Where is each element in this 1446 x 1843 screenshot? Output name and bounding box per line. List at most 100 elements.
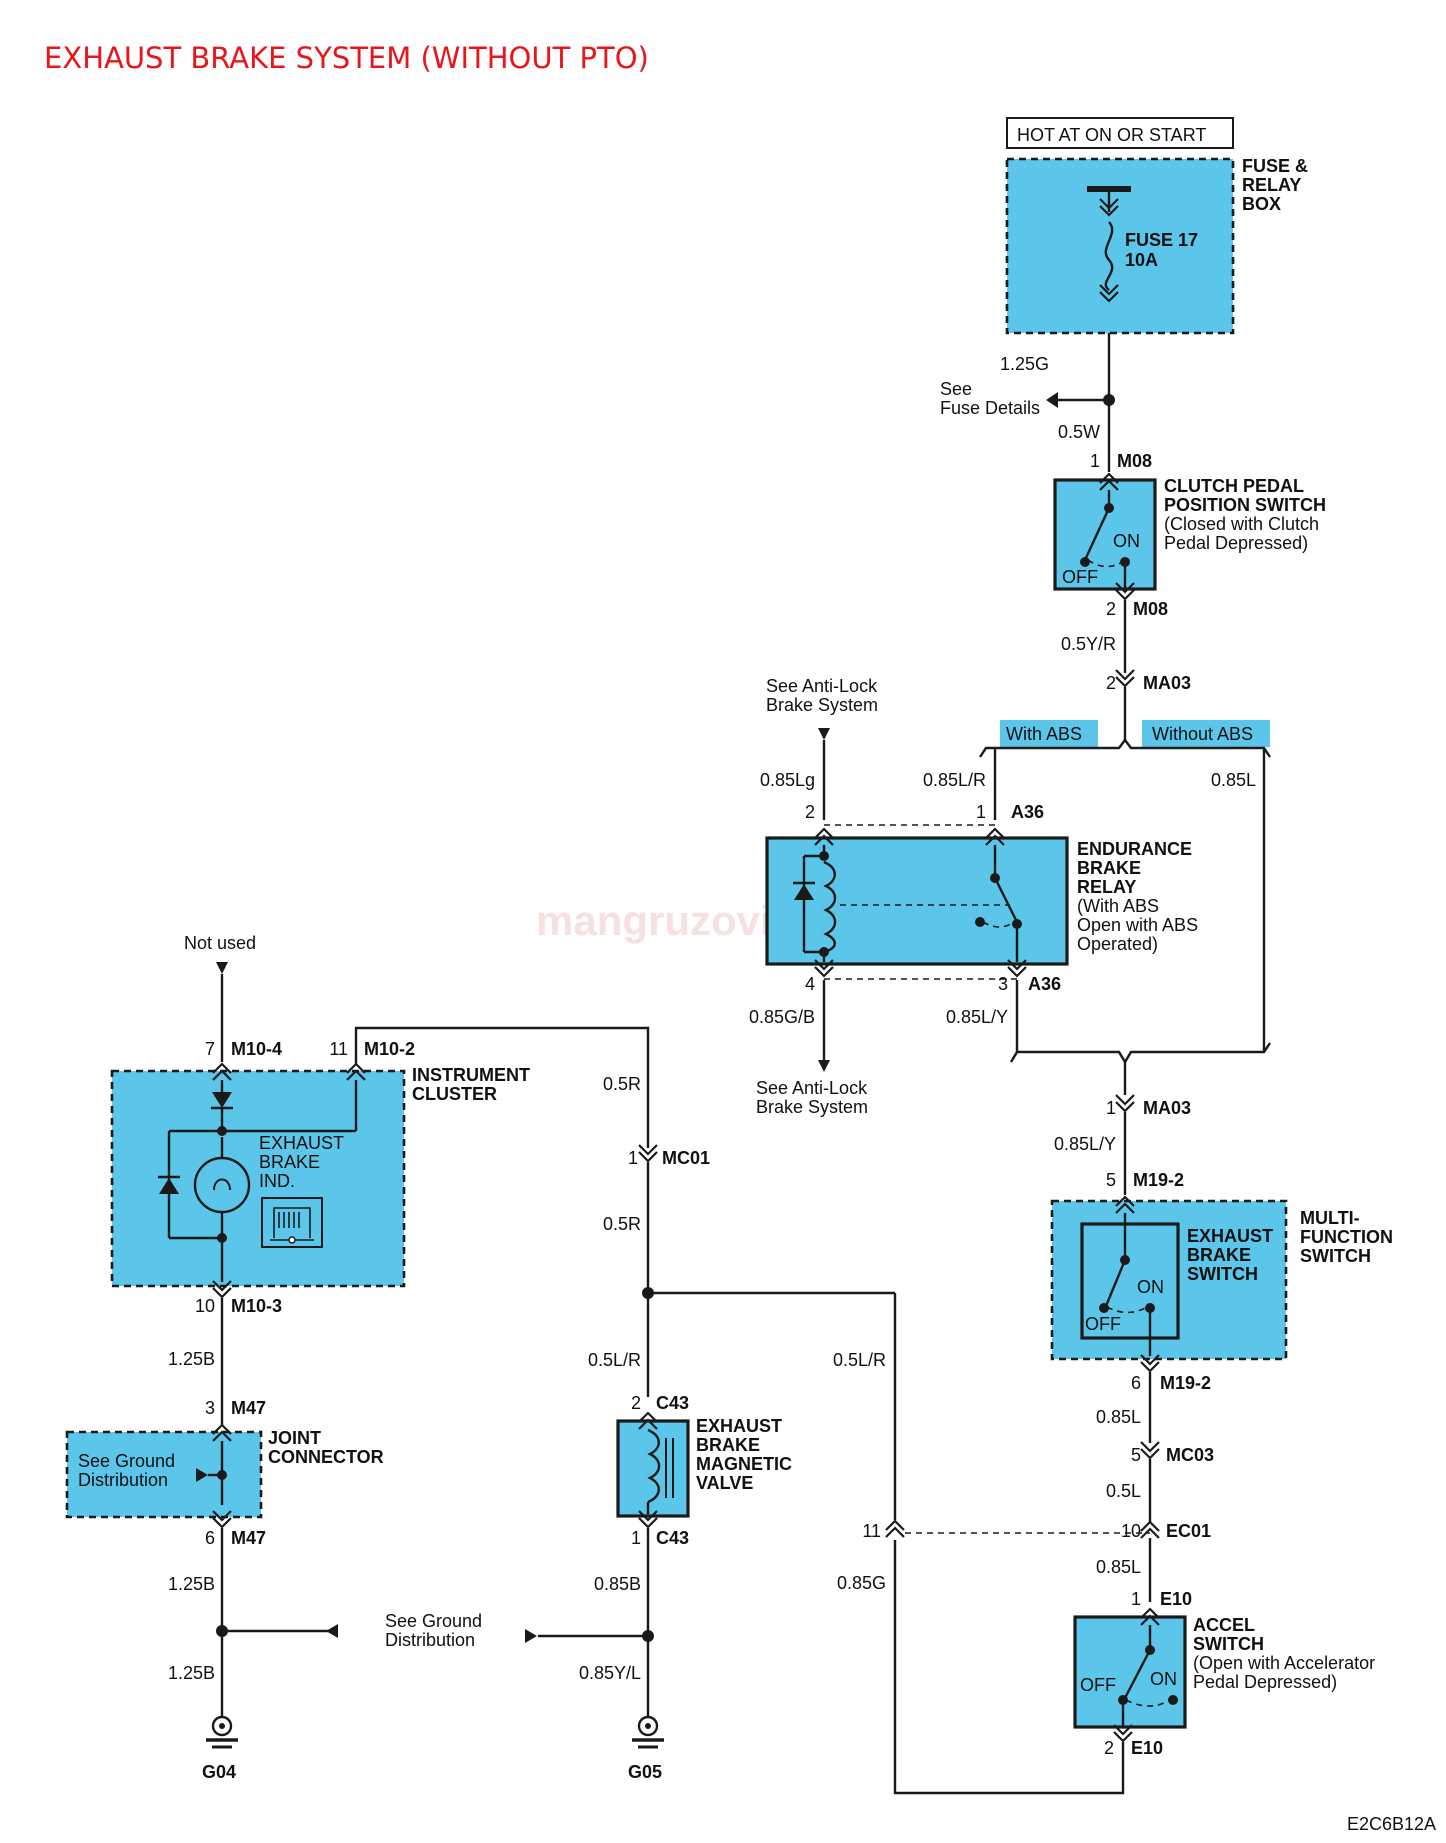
wire-label: 0.5R (603, 1214, 641, 1234)
wire-label: 0.5L/R (833, 1350, 886, 1370)
inner-switch-name-2: BRAKE (1187, 1245, 1251, 1265)
accel-desc-1: (Open with Accelerator (1193, 1653, 1375, 1673)
see-abs-top-1: See Anti-Lock (766, 676, 878, 696)
wire-label: 0.85B (594, 1574, 641, 1594)
on-label: ON (1137, 1277, 1164, 1297)
ground-icon (632, 1715, 664, 1749)
pin-label: 6 (1131, 1373, 1141, 1393)
pin-label: 2 (1104, 1738, 1114, 1758)
arrow-left-icon (1046, 392, 1058, 408)
diagram-code: E2C6B12A (1347, 1814, 1436, 1834)
mfs-name-1: MULTI- (1300, 1208, 1360, 1228)
wire-label: 0.85G (837, 1573, 886, 1593)
cluster-name-1: INSTRUMENT (412, 1065, 530, 1085)
off-label: OFF (1062, 567, 1098, 587)
pin-label: 1 (976, 802, 986, 822)
wire-label: 1.25B (168, 1349, 215, 1369)
indicator-label-3: IND. (259, 1171, 295, 1191)
fuse-relay-box (1005, 157, 1235, 335)
indicator-lamp-icon (158, 1080, 358, 1282)
fuse-rating: 10A (1125, 250, 1158, 270)
wire-label: 0.5L/R (588, 1350, 641, 1370)
indicator-label-1: EXHAUST (259, 1133, 344, 1153)
joint-connector-box (65, 1430, 263, 1519)
relay-name-3: RELAY (1077, 877, 1136, 897)
connector-label: MC01 (662, 1148, 710, 1168)
wire-label: 0.85L/Y (946, 1007, 1008, 1027)
see-ground-2: Distribution (385, 1630, 475, 1650)
arrow-left-icon (326, 1624, 338, 1638)
pin-label: 6 (205, 1528, 215, 1548)
pin-label: 1 (1106, 1098, 1116, 1118)
pin-label: 1 (628, 1148, 638, 1168)
wire-label: 0.5W (1058, 422, 1100, 442)
connector-label: M10-4 (231, 1039, 282, 1059)
not-used-label: Not used (184, 933, 256, 953)
see-abs-top-2: Brake System (766, 695, 878, 715)
accel-desc-2: Pedal Depressed) (1193, 1672, 1337, 1692)
joint-name-2: CONNECTOR (268, 1447, 384, 1467)
exhaust-brake-switch (1080, 1222, 1180, 1340)
wire-label: 0.85L/R (923, 770, 986, 790)
magnetic-valve-box (616, 1419, 690, 1518)
pin-label: 4 (805, 974, 815, 994)
fuse-box-name-1: FUSE & (1242, 156, 1308, 176)
relay-coil-icon (793, 845, 1010, 962)
accel-name-2: SWITCH (1193, 1634, 1264, 1654)
pin-label: 1 (631, 1528, 641, 1548)
fuse-label: FUSE 17 (1125, 230, 1198, 250)
relay-name-2: BRAKE (1077, 858, 1141, 878)
wire-label: 0.5Y/R (1061, 634, 1116, 654)
pin-label: 5 (1106, 1170, 1116, 1190)
pin-label: 10 (195, 1296, 215, 1316)
valve-name-3: MAGNETIC (696, 1454, 792, 1474)
connector-label: M19-2 (1133, 1170, 1184, 1190)
mfs-name-3: SWITCH (1300, 1246, 1371, 1266)
pin-label: 2 (805, 802, 815, 822)
ground-icon (206, 1715, 238, 1749)
connector-label: M10-3 (231, 1296, 282, 1316)
connector-label: M10-2 (364, 1039, 415, 1059)
connector-label: MA03 (1143, 1098, 1191, 1118)
wire-label: 0.85L/Y (1054, 1134, 1116, 1154)
wire-label: 0.85L (1211, 770, 1256, 790)
pin-label: 1 (1131, 1589, 1141, 1609)
arrow-right-icon (196, 1468, 208, 1482)
pin-label: 3 (998, 974, 1008, 994)
with-abs-label: With ABS (1006, 724, 1082, 744)
connector-label: E10 (1131, 1738, 1163, 1758)
connector-label: M08 (1117, 451, 1152, 471)
clutch-switch-desc-2: Pedal Depressed) (1164, 533, 1308, 553)
wire-label: 0.5R (603, 1074, 641, 1094)
fuse-box-name-2: RELAY (1242, 175, 1301, 195)
connector-label: C43 (656, 1528, 689, 1548)
switch-icon (1080, 490, 1130, 590)
wire-label: 0.85G/B (749, 1007, 815, 1027)
clutch-switch-name-2: POSITION SWITCH (1164, 495, 1326, 515)
joint-see-1: See Ground (78, 1451, 175, 1471)
fuse-icon (1087, 186, 1131, 303)
multi-function-switch-box (1050, 1199, 1288, 1361)
joint-name-1: JOINT (268, 1428, 321, 1448)
cluster-name-2: CLUSTER (412, 1084, 497, 1104)
off-label: OFF (1080, 1675, 1116, 1695)
see-fuse-2: Fuse Details (940, 398, 1040, 418)
pin-label: 11 (329, 1039, 348, 1059)
pin-label: 7 (205, 1039, 215, 1059)
relay-desc-2: Open with ABS (1077, 915, 1198, 935)
fuse-box-name-3: BOX (1242, 194, 1281, 214)
pin-label: 3 (205, 1398, 215, 1418)
connector-label: MC03 (1166, 1445, 1214, 1465)
page-title: EXHAUST BRAKE SYSTEM (WITHOUT PTO) (44, 41, 649, 75)
pin-label: 2 (1106, 673, 1116, 693)
see-ground-1: See Ground (385, 1611, 482, 1631)
connector-label: M08 (1133, 599, 1168, 619)
connector-label: A36 (1011, 802, 1044, 822)
hot-at-label: HOT AT ON OR START (1017, 125, 1206, 145)
relay-desc-1: (With ABS (1077, 896, 1159, 916)
clutch-switch-desc-1: (Closed with Clutch (1164, 514, 1319, 534)
wire-label: 0.5L (1106, 1481, 1141, 1501)
on-label: ON (1113, 531, 1140, 551)
wire-label: 0.85L (1096, 1557, 1141, 1577)
wire-label: 1.25B (168, 1663, 215, 1683)
